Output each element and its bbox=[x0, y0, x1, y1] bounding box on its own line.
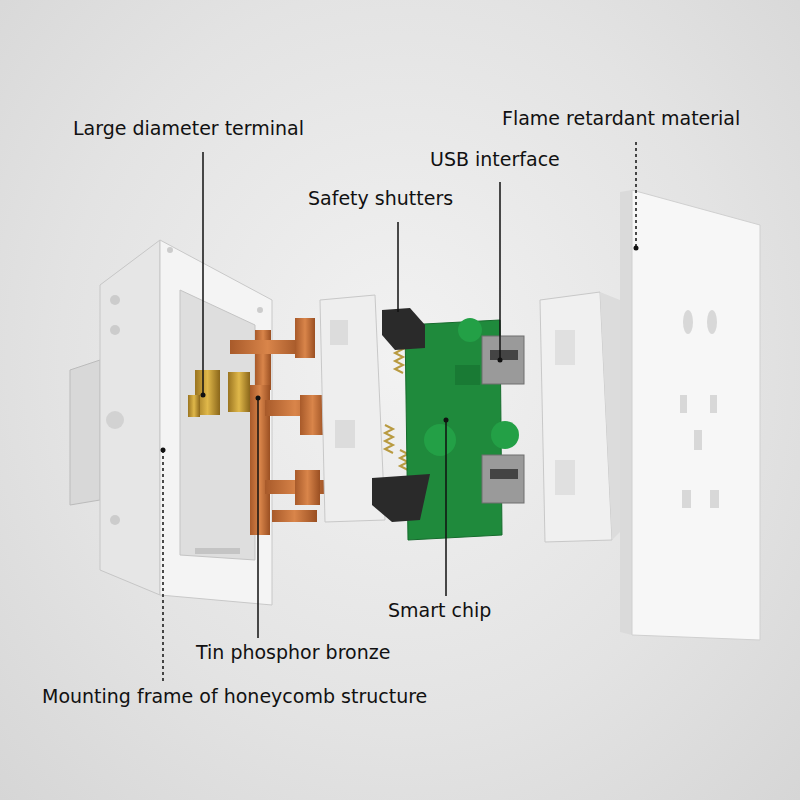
part-label: Smart chip bbox=[388, 599, 491, 622]
part-label: Mounting frame of honeycomb structure bbox=[42, 685, 427, 708]
mounting-frame bbox=[70, 240, 272, 605]
part-label: Flame retardant material bbox=[502, 107, 740, 130]
copper-contacts bbox=[188, 318, 330, 535]
part-label: USB interface bbox=[430, 148, 560, 171]
part-label: Tin phosphor bronze bbox=[196, 641, 390, 664]
part-label: Large diameter terminal bbox=[73, 117, 304, 140]
shutter-springs bbox=[385, 345, 408, 470]
safety-shutters bbox=[372, 308, 430, 522]
part-label: Safety shutters bbox=[308, 187, 453, 210]
front-plate bbox=[620, 190, 760, 640]
leader-lines bbox=[163, 142, 636, 682]
leader-dots bbox=[161, 246, 639, 453]
usb-ports bbox=[482, 336, 524, 503]
front-frame bbox=[540, 292, 622, 542]
